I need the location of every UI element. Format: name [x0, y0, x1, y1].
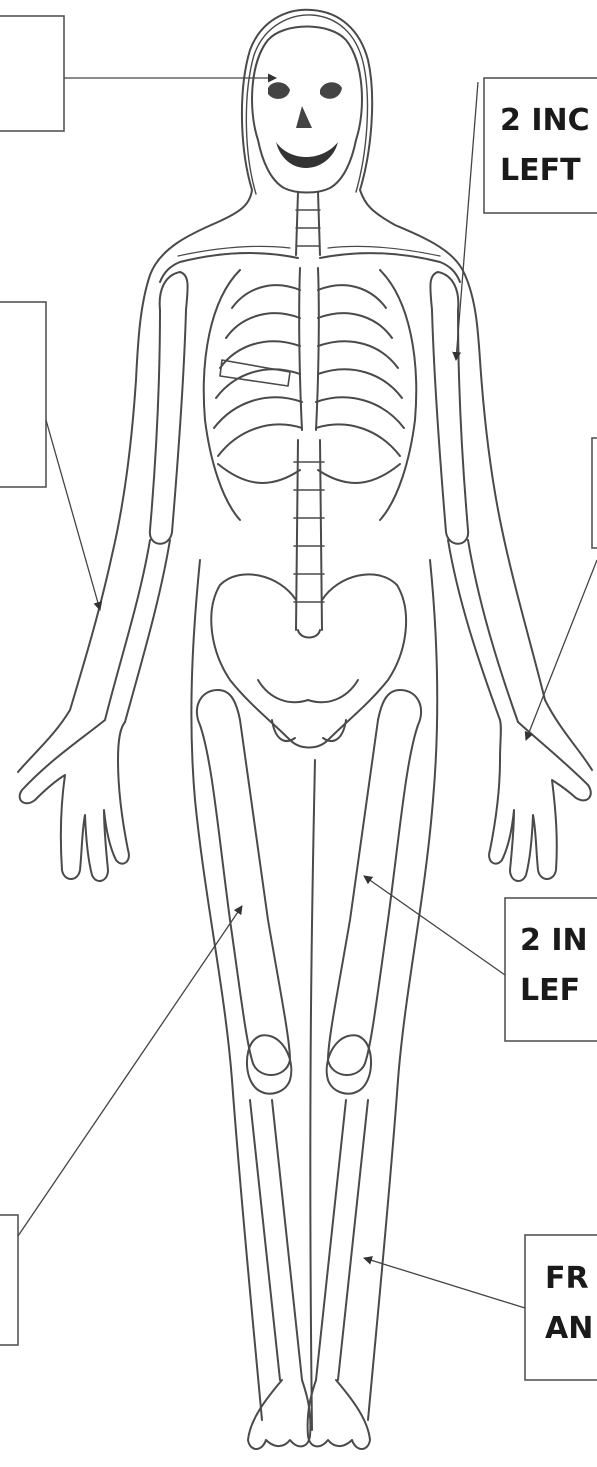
- left-thigh-label-box: [505, 898, 597, 1041]
- upper-left-arm-label-box: [484, 78, 597, 213]
- skull-label-box: [0, 16, 64, 131]
- cervical-spine: [296, 192, 320, 255]
- leader-lines: [18, 78, 597, 1308]
- right-thigh-leader: [18, 906, 242, 1236]
- left-thigh-leader: [364, 876, 505, 975]
- left-shin-label-line2: AN: [545, 1311, 593, 1346]
- right-thigh-label-box: [0, 1215, 18, 1345]
- skeleton-figure: [18, 10, 592, 1449]
- left-thigh-label-line2: LEF: [520, 973, 580, 1008]
- right-forearm-leader: [46, 420, 100, 610]
- left-shin-label-box: [525, 1235, 597, 1380]
- callout-texts: 2 INC LEFT 2 IN LEF FR AN: [500, 103, 593, 1346]
- upper-left-arm-leader: [456, 82, 478, 360]
- upper-left-arm-label-line1: 2 INC: [500, 103, 590, 138]
- left-shin-label-line1: FR: [545, 1261, 589, 1296]
- left-thigh-label-line1: 2 IN: [520, 923, 588, 958]
- left-shin-leader: [364, 1258, 525, 1308]
- left-leg-bones: [308, 690, 421, 1449]
- left-wrist-leader: [526, 560, 597, 740]
- skull: [252, 27, 362, 193]
- upper-left-arm-label-line2: LEFT: [500, 153, 581, 188]
- left-wrist-label-box: [592, 438, 597, 548]
- clavicles: [160, 246, 460, 282]
- right-forearm-label-box: [0, 302, 46, 487]
- callout-boxes: [0, 16, 597, 1380]
- left-arm-bones: [430, 272, 590, 881]
- lumbar-spine: [294, 440, 324, 638]
- rib-cage: [204, 268, 416, 520]
